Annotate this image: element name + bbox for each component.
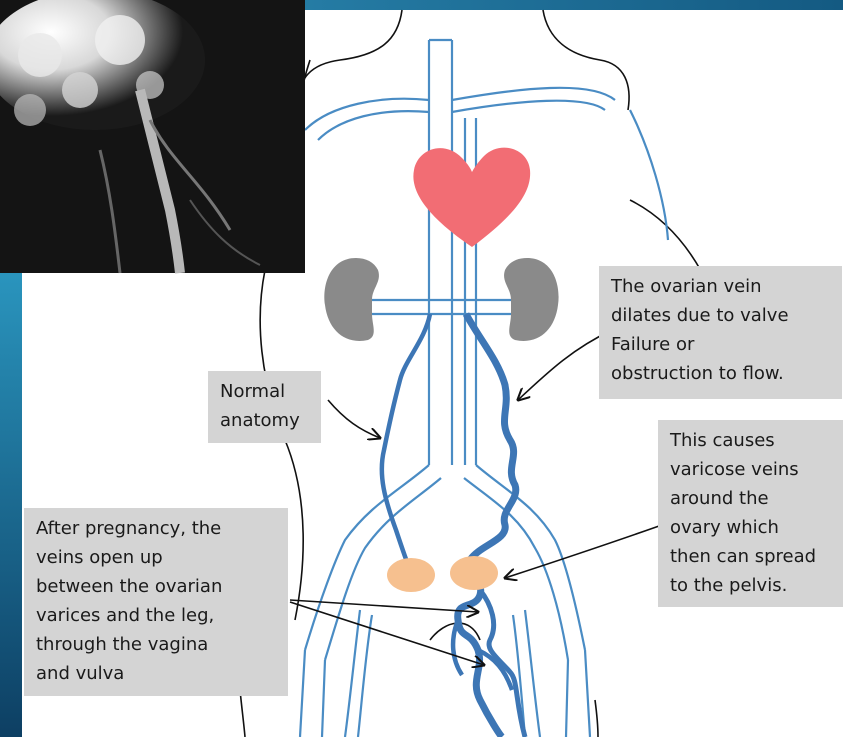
label-normal-anatomy: Normal anatomy — [208, 371, 321, 443]
label-line: Failure or — [611, 330, 832, 359]
varicose-arrow — [505, 520, 676, 578]
label-line: Normal — [220, 377, 311, 406]
label-line: and vulva — [36, 659, 278, 688]
left-kidney-icon — [324, 258, 379, 341]
slide-side-bar — [0, 270, 22, 737]
xray-image — [0, 0, 305, 273]
normal-arrow — [328, 400, 380, 438]
label-line: After pregnancy, the — [36, 514, 278, 543]
label-line: varices and the leg, — [36, 601, 278, 630]
label-varicose-veins: This causes varicose veins around the ov… — [658, 420, 843, 607]
label-line: around the — [670, 484, 833, 513]
label-line: through the vagina — [36, 630, 278, 659]
label-line: The ovarian vein — [611, 272, 832, 301]
label-line: veins open up — [36, 543, 278, 572]
normal-ovarian-vein — [382, 314, 430, 570]
label-line: dilates due to valve — [611, 301, 832, 330]
heart-icon — [413, 148, 530, 247]
label-ovarian-vein: The ovarian vein dilates due to valve Fa… — [599, 266, 842, 399]
label-line: ovary which — [670, 513, 833, 542]
ovarian-arrow — [518, 330, 612, 400]
dilated-ovarian-vein — [458, 314, 516, 737]
label-line: obstruction to flow. — [611, 359, 832, 388]
label-line: to the pelvis. — [670, 571, 833, 600]
label-line: This causes — [670, 426, 833, 455]
label-line: anatomy — [220, 406, 311, 435]
left-ovary-icon — [387, 558, 435, 592]
right-kidney-icon — [504, 258, 559, 341]
label-line: then can spread — [670, 542, 833, 571]
label-line: varicose veins — [670, 455, 833, 484]
label-line: between the ovarian — [36, 572, 278, 601]
label-after-pregnancy: After pregnancy, the veins open up betwe… — [24, 508, 288, 696]
right-ovary-icon — [450, 556, 498, 590]
